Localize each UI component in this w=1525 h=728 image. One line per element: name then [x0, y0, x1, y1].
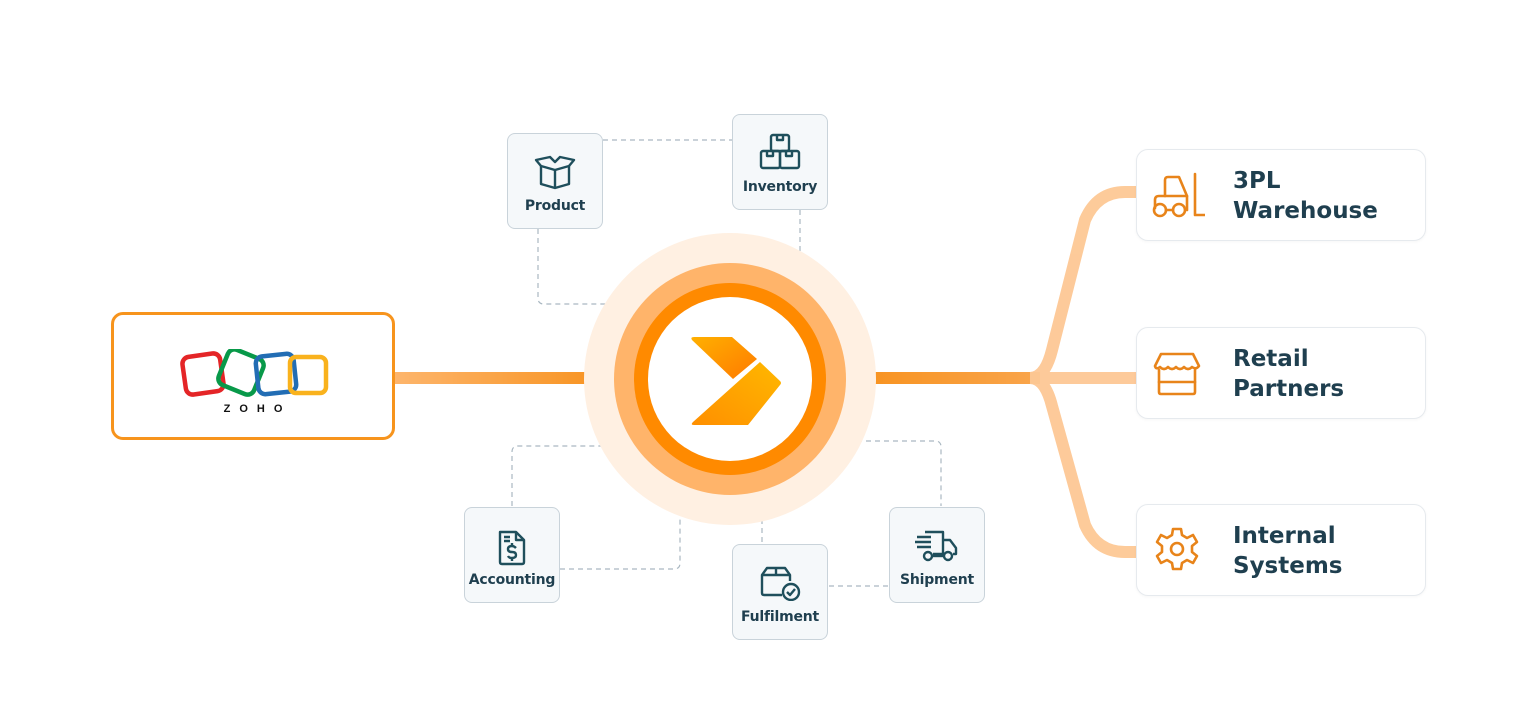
module-product[interactable]: Product	[507, 133, 603, 229]
module-fulfilment[interactable]: Fulfilment	[732, 544, 828, 640]
zoho-source-card[interactable]: ZOHO	[111, 312, 395, 440]
destination-internal-systems[interactable]: Internal Systems	[1136, 504, 1426, 596]
invoice-dollar-icon	[498, 530, 526, 566]
open-box-icon	[534, 155, 576, 190]
hub-chevron-logo-icon	[691, 337, 781, 425]
module-label: Product	[524, 198, 586, 214]
package-check-icon	[760, 566, 801, 601]
destination-title: 3PL Warehouse	[1233, 168, 1378, 224]
module-inventory[interactable]: Inventory	[732, 114, 828, 210]
module-label: Shipment	[899, 572, 974, 588]
stacked-boxes-icon	[759, 133, 801, 170]
delivery-truck-icon	[915, 530, 958, 562]
module-label: Inventory	[742, 179, 818, 195]
destination-retail-partners[interactable]: Retail Partners	[1136, 327, 1426, 419]
destination-3pl-warehouse[interactable]: 3PL Warehouse	[1136, 149, 1426, 241]
destination-title: Internal Systems	[1233, 523, 1343, 579]
module-accounting[interactable]: Accounting	[464, 507, 560, 603]
module-label: Fulfilment	[740, 609, 820, 625]
zoho-logo-icon	[180, 349, 329, 397]
module-label: Accounting	[468, 572, 556, 588]
module-shipment[interactable]: Shipment	[889, 507, 985, 603]
storefront-icon	[1153, 352, 1201, 396]
hub-center[interactable]	[648, 297, 812, 461]
zoho-wordmark: ZOHO	[223, 403, 292, 415]
gear-icon	[1155, 527, 1199, 571]
destination-title: Retail Partners	[1233, 346, 1345, 402]
forklift-icon	[1152, 172, 1205, 218]
